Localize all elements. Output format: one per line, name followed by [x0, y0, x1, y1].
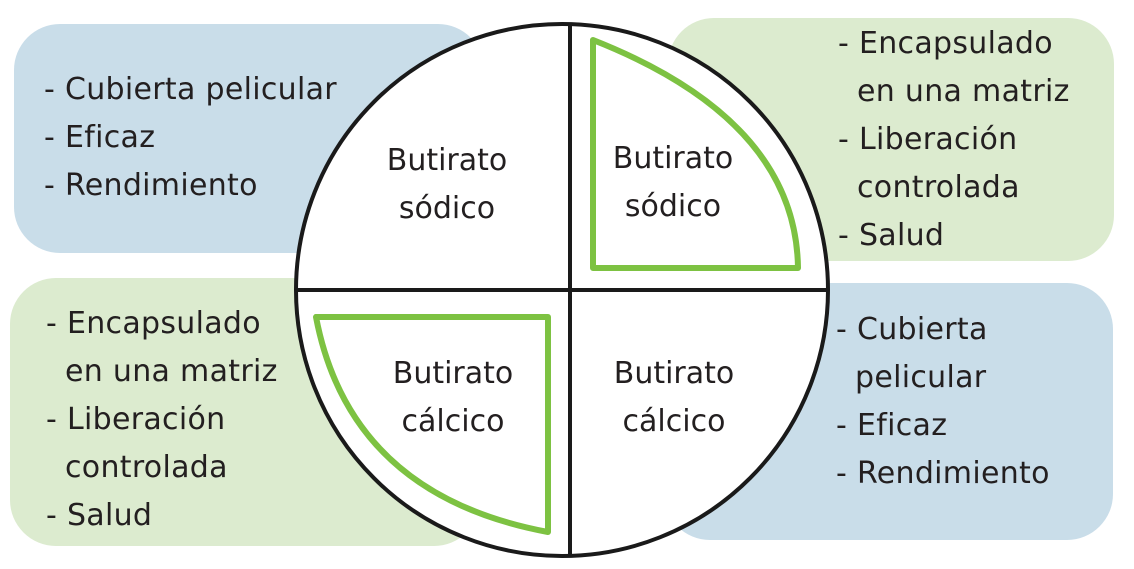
- list-top-right: - Encapsulado en una matriz - Liberación…: [838, 20, 1070, 260]
- list-bottom-left: - Encapsulado en una matriz - Liberación…: [46, 300, 278, 540]
- list-item: - Rendimiento: [836, 450, 1050, 498]
- quadrant-label-top-right: Butirato sódico: [583, 135, 763, 231]
- list-item-first: - Salud: [838, 218, 945, 253]
- quadrant-label-bottom-left: Butirato cálcico: [363, 350, 543, 446]
- list-item: - Encapsulado en una matriz: [46, 300, 278, 396]
- list-item-continuation: en una matriz: [857, 74, 1070, 109]
- list-item: - Liberación controlada: [838, 116, 1070, 212]
- list-item-first: - Liberación: [46, 402, 226, 437]
- list-item-continuation: controlada: [65, 450, 228, 485]
- list-item: - Rendimiento: [44, 168, 258, 203]
- list-item-first: - Salud: [46, 498, 153, 533]
- quadrant-label-top-left: Butirato sódico: [357, 137, 537, 233]
- quadrant-label-line: cálcico: [622, 404, 726, 439]
- highlight-top-right: [590, 37, 801, 271]
- list-item: - Encapsulado en una matriz: [838, 20, 1070, 116]
- list-bottom-right: - Cubierta pelicular - Eficaz - Rendimie…: [836, 306, 1050, 498]
- list-item: - Salud: [46, 492, 278, 540]
- list-item: - Liberación controlada: [46, 396, 278, 492]
- list-item-first: - Encapsulado: [838, 26, 1053, 61]
- quadrant-label-line: Butirato: [392, 356, 514, 391]
- list-item-first: - Liberación: [838, 122, 1018, 157]
- quadrant-label-line: Butirato: [612, 141, 734, 176]
- list-item-first: - Rendimiento: [836, 456, 1050, 491]
- list-item: - Eficaz: [836, 402, 1050, 450]
- quadrant-label-bottom-right: Butirato cálcico: [584, 350, 764, 446]
- list-item-continuation: controlada: [857, 170, 1020, 205]
- list-item-first: - Encapsulado: [46, 306, 261, 341]
- quadrant-label-line: Butirato: [613, 356, 735, 391]
- list-top-left: - Cubierta pelicular - Eficaz - Rendimie…: [44, 66, 337, 210]
- quadrant-label-line: sódico: [624, 189, 722, 224]
- list-item: - Cubierta pelicular: [44, 72, 337, 107]
- highlight-bottom-left: [313, 314, 551, 535]
- list-item: - Salud: [838, 212, 1070, 260]
- quadrant-label-line: Butirato: [386, 143, 508, 178]
- list-item: - Eficaz: [44, 120, 156, 155]
- list-item-continuation: pelicular: [855, 360, 987, 395]
- list-item: - Cubierta pelicular: [836, 306, 1050, 402]
- quadrant-label-line: sódico: [398, 191, 496, 226]
- quadrant-label-line: cálcico: [401, 404, 505, 439]
- list-item-first: - Cubierta: [836, 312, 988, 347]
- list-item-first: - Eficaz: [836, 408, 948, 443]
- list-item-continuation: en una matriz: [65, 354, 278, 389]
